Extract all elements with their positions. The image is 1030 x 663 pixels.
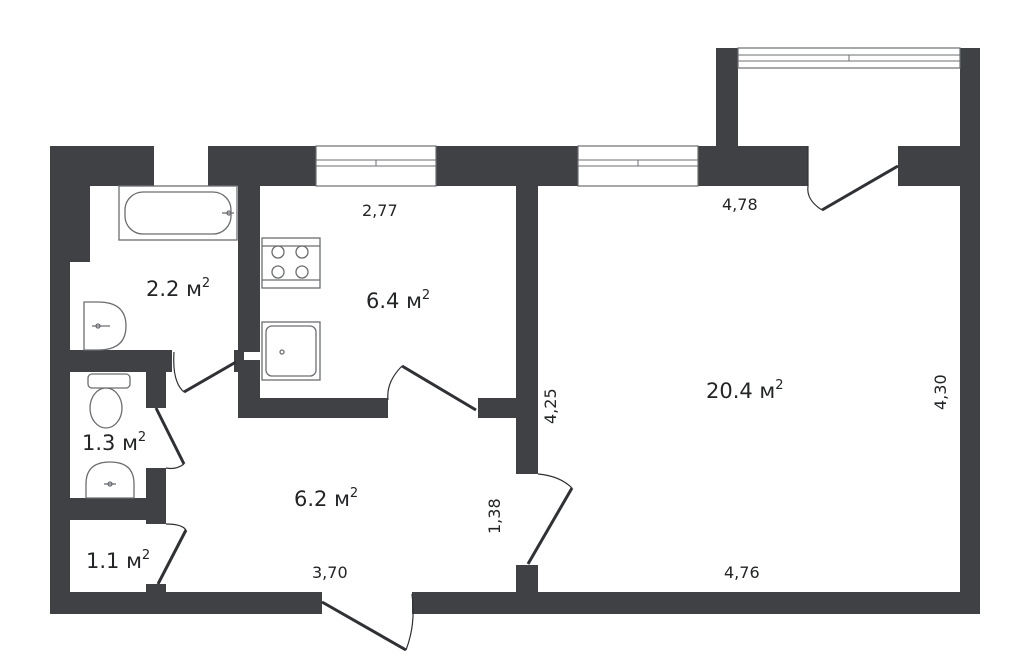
bathroom-door <box>173 351 237 394</box>
wall-bottom-right <box>412 592 980 614</box>
wall-left-thick <box>50 186 90 262</box>
wall-top-right-a <box>698 146 808 186</box>
windows <box>154 47 961 187</box>
walls <box>50 48 980 614</box>
dimension-hallway-width: 3,70 <box>312 563 348 582</box>
toilet-sink-icon <box>85 461 135 499</box>
kitchen-sink-icon <box>261 321 321 381</box>
toilet-icon <box>87 373 131 429</box>
bathroom-vent <box>154 146 208 164</box>
bathroom-sink-icon <box>83 301 127 351</box>
wall-left <box>50 146 70 614</box>
wall-bath-kitchen <box>238 186 260 352</box>
wall-storage-jamb <box>146 584 166 594</box>
wall-balcony-left <box>716 48 738 156</box>
dimension-hallway-door-height: 1,38 <box>485 498 504 534</box>
dimension-labels: 2,77 4,78 4,30 4,25 1,38 3,70 4,76 <box>312 195 950 582</box>
balcony-door <box>807 146 899 212</box>
dimension-living-height-left: 4,25 <box>541 388 560 424</box>
toilet-door <box>154 407 186 470</box>
room-labels: 2.2 м2 6.4 м2 20.4 м2 1.3 м2 6.2 м2 1.1 … <box>82 276 784 573</box>
storage-door <box>156 523 188 585</box>
entrance-door <box>321 593 414 652</box>
wall-kitchen-corner <box>238 360 260 418</box>
wall-balcony-right <box>960 48 980 156</box>
fixtures <box>83 185 321 499</box>
living-room-area: 20.4 м2 <box>706 378 784 403</box>
kitchen-door <box>387 364 477 412</box>
wall-bath-bottom <box>50 350 172 372</box>
wall-top-mid <box>436 146 578 186</box>
hallway-area: 6.2 м2 <box>294 486 358 511</box>
wall-toilet-bottom <box>50 498 166 520</box>
doors <box>154 146 899 652</box>
wall-living-door-jamb <box>516 565 538 595</box>
wall-top-bath-kitchen <box>208 146 316 186</box>
stove-icon <box>261 237 321 289</box>
dimension-living-height-right: 4,30 <box>931 374 950 410</box>
living-window <box>577 145 699 187</box>
living-room-door <box>526 473 574 565</box>
wall-right <box>960 146 980 614</box>
wall-toilet-right-a <box>146 372 166 408</box>
dimension-kitchen-width: 2,77 <box>362 201 398 220</box>
wall-kitchen-bottom-a <box>238 398 388 418</box>
dimension-living-width-bottom: 4,76 <box>724 563 760 582</box>
kitchen-window <box>315 145 437 187</box>
bathtub-icon <box>118 185 238 241</box>
kitchen-area: 6.4 м2 <box>366 288 430 313</box>
toilet-area: 1.3 м2 <box>82 430 146 455</box>
storage-area: 1.1 м2 <box>86 548 150 573</box>
wall-kitchen-living <box>516 186 538 474</box>
dimension-living-width-top: 4,78 <box>722 195 758 214</box>
bathroom-area: 2.2 м2 <box>146 276 210 301</box>
balcony-window <box>737 47 961 69</box>
wall-bottom-left <box>50 592 322 614</box>
